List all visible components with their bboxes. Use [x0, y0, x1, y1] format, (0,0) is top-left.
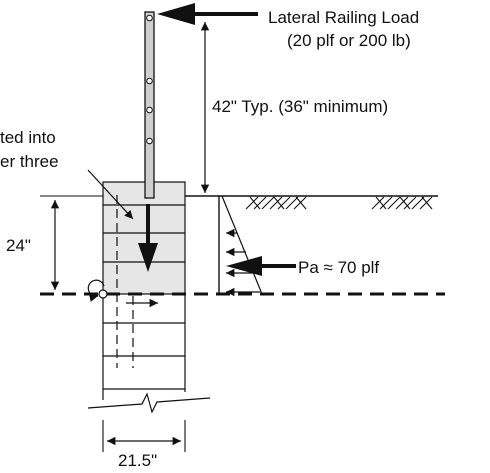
lateral-load-label: Lateral Railing Load [268, 8, 419, 27]
pivot-point [98, 289, 108, 299]
soil-hatch [245, 196, 433, 210]
post-bolt [146, 14, 153, 22]
note-line-2: er three [0, 152, 59, 171]
block-width-label: 21.5" [118, 451, 157, 468]
rotation-arrow [87, 279, 105, 302]
post-embed-arrowhead [138, 243, 158, 272]
railing-post [144, 11, 155, 199]
embed-depth-label: 24" [6, 236, 31, 255]
break-line [87, 392, 211, 414]
upper-block-courses [102, 181, 186, 295]
pressure-resultant-arrowhead [226, 256, 262, 276]
post-bolt [146, 106, 153, 114]
lateral-load-arrowhead [157, 3, 195, 25]
pressure-triangle-hyp [221, 195, 263, 295]
lateral-load-value-label: (20 plf or 200 lb) [287, 31, 411, 50]
pressure-label: Pa ≈ 70 plf [298, 258, 379, 277]
post-bolt [146, 137, 153, 145]
rail-height-label: 42" Typ. (36" minimum) [212, 97, 388, 116]
note-line-1: ted into [0, 128, 56, 147]
post-bolt [146, 77, 153, 85]
pressure-arrows [226, 228, 260, 297]
note-leader-line [87, 169, 134, 220]
